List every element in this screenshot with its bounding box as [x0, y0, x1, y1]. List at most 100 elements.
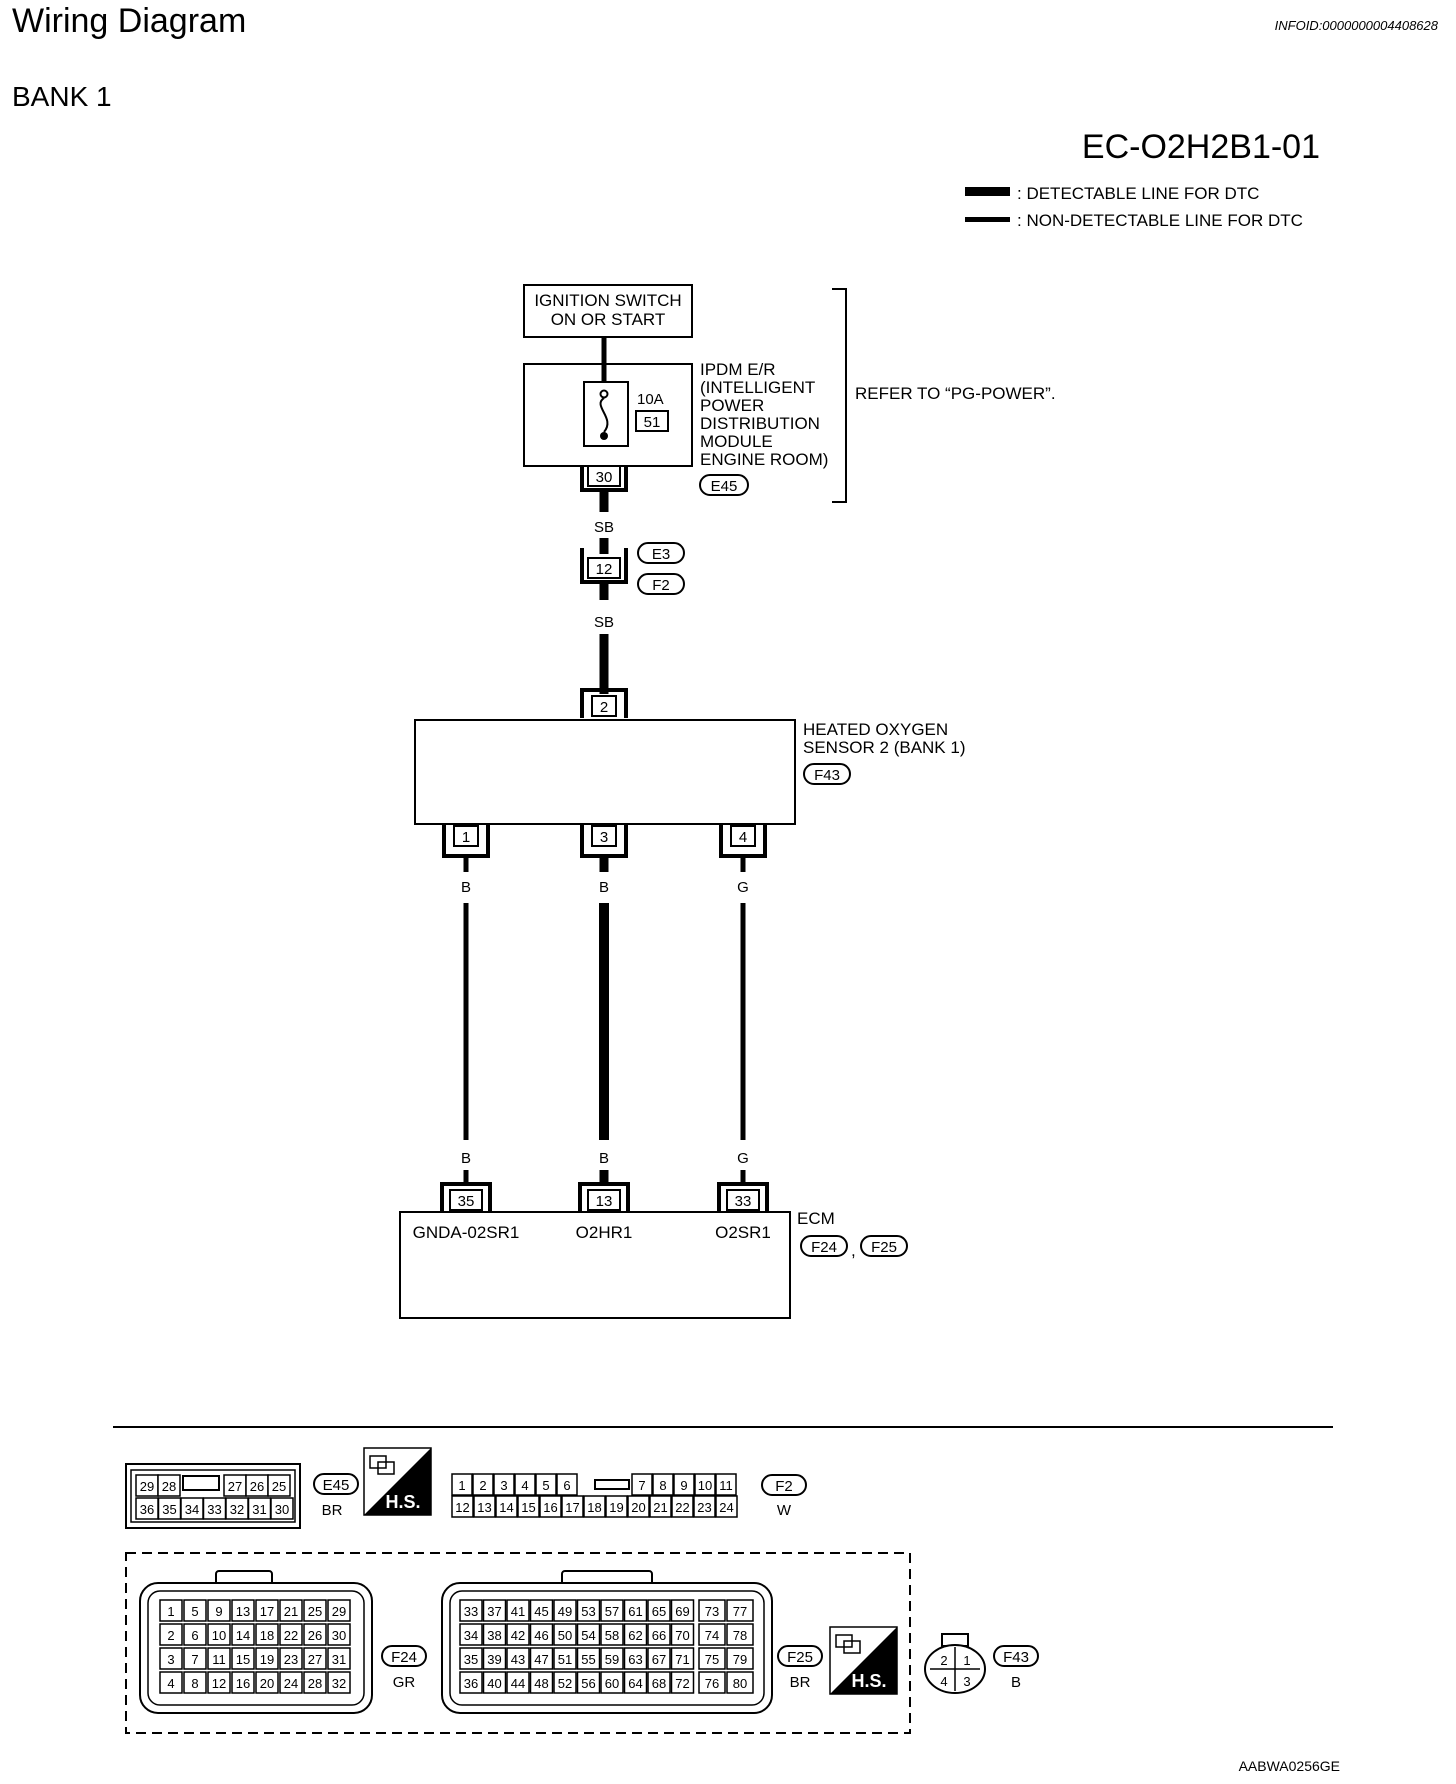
f2-pin-1: 1 [451, 1473, 473, 1496]
e45-pin-31: 31 [247, 1497, 272, 1520]
f25-pin-78-label: 78 [733, 1628, 747, 1643]
f25-pin-63: 63 [623, 1647, 648, 1670]
f25-pin-40-label: 40 [487, 1676, 501, 1691]
f24-pin-26: 26 [303, 1623, 327, 1646]
f24-pin-10-label: 10 [212, 1628, 226, 1643]
sensor-terminal-1-number: 1 [462, 829, 470, 846]
e45-latch [182, 1475, 220, 1491]
wire-color-3-top: B [599, 879, 609, 896]
f2-pin-6: 6 [556, 1473, 578, 1496]
sensor-terminal-1: 1 [442, 824, 490, 858]
e45-pin-35-label: 35 [162, 1502, 176, 1517]
f25-pin-48: 48 [529, 1671, 554, 1694]
f25-pin-59-label: 59 [605, 1652, 619, 1667]
f25-pin-65: 65 [647, 1599, 671, 1622]
fuse-rating: 10A [637, 391, 664, 408]
f43-pin-2: 2 [940, 1653, 947, 1668]
f2-pin-13-label: 13 [477, 1500, 491, 1515]
f2-pin-13: 13 [473, 1495, 496, 1518]
e45-pin-33-label: 33 [207, 1502, 221, 1517]
f43-view-id: F43 [1003, 1649, 1029, 1666]
f25-pin-62-label: 62 [628, 1628, 642, 1643]
e45-pin-25: 25 [267, 1474, 291, 1497]
f24-pin-26-label: 26 [308, 1628, 322, 1643]
f25-pin-57-label: 57 [605, 1604, 619, 1619]
e45-pin-34: 34 [180, 1497, 204, 1520]
f24-pin-32: 32 [327, 1671, 351, 1694]
e45-pin-34-label: 34 [185, 1502, 199, 1517]
f25-pin-72-label: 72 [675, 1676, 689, 1691]
f24-pin-30: 30 [327, 1623, 351, 1646]
ipdm-label-line-4: DISTRIBUTION [700, 414, 820, 433]
e45-pin-32-label: 32 [230, 1502, 244, 1517]
f25-pin-79-label: 79 [733, 1652, 747, 1667]
ecm-signal-gnda: GNDA-02SR1 [413, 1223, 520, 1242]
f24-pin-15-label: 15 [236, 1652, 250, 1667]
f25-pin-48-label: 48 [534, 1676, 548, 1691]
f24-pin-13-label: 13 [236, 1604, 250, 1619]
f24-pin-2: 2 [159, 1623, 183, 1646]
f24-pin-8: 8 [183, 1671, 207, 1694]
f25-pin-42-label: 42 [511, 1628, 525, 1643]
f25-pin-77-label: 77 [733, 1604, 747, 1619]
f2-pin-18: 18 [583, 1495, 606, 1518]
f2-color: W [777, 1502, 792, 1519]
f2-pin-6-label: 6 [563, 1478, 570, 1493]
e45-pin-27-label: 27 [228, 1479, 242, 1494]
ecm-connector-separator: , [851, 1241, 856, 1260]
e45-pin-28-label: 28 [162, 1479, 176, 1494]
hs-icon: H.S. [829, 1626, 898, 1695]
f25-pin-58: 58 [600, 1623, 624, 1646]
f24-pin-1-label: 1 [167, 1604, 174, 1619]
ignition-switch-label-1: IGNITION SWITCH [534, 291, 681, 310]
wire-color-4-top: G [737, 879, 749, 896]
fuse-icon [599, 389, 609, 440]
f2-pin-4-label: 4 [521, 1478, 528, 1493]
f2-pin-5: 5 [535, 1473, 557, 1496]
sensor-label-2: SENSOR 2 (BANK 1) [803, 738, 966, 757]
f2-pin-19-label: 19 [609, 1500, 623, 1515]
f24-view-id: F24 [391, 1649, 417, 1666]
f24-pin-22: 22 [279, 1623, 303, 1646]
f25-pin-39: 39 [482, 1647, 507, 1670]
figure-id: AABWA0256GE [1239, 1758, 1340, 1774]
f25-pin-77: 77 [726, 1599, 754, 1622]
ipdm-label-line-5: MODULE [700, 432, 773, 451]
f25-pin-53: 53 [576, 1599, 601, 1622]
connector-badge-e45: E45 [699, 474, 749, 496]
f2-pin-17-label: 17 [565, 1500, 579, 1515]
e45-pin-29-label: 29 [140, 1479, 154, 1494]
f25-view-id: F25 [787, 1649, 813, 1666]
wire-color-1-top: B [461, 879, 471, 896]
refer-note: REFER TO “PG-POWER”. [855, 384, 1056, 403]
connector-badge-f2-view: F2 [761, 1474, 807, 1496]
refer-bracket [832, 288, 847, 503]
f25-pin-76-label: 76 [705, 1676, 719, 1691]
f24-pin-29: 29 [327, 1599, 351, 1622]
f2-pin-15: 15 [517, 1495, 540, 1518]
f25-pin-71-label: 71 [675, 1652, 689, 1667]
f2-pin-1-label: 1 [458, 1478, 465, 1493]
f25-pin-80: 80 [726, 1671, 754, 1694]
f2-pin-21-label: 21 [653, 1500, 667, 1515]
f24-pin-32-label: 32 [332, 1676, 346, 1691]
f43-pin-3: 3 [963, 1674, 970, 1689]
f2-pin-11: 11 [715, 1473, 737, 1496]
f24-pin-23-label: 23 [284, 1652, 298, 1667]
f24-pin-27-label: 27 [308, 1652, 322, 1667]
f25-pin-54-label: 54 [581, 1628, 595, 1643]
f24-pin-2-label: 2 [167, 1628, 174, 1643]
connector-f25-id: F25 [871, 1239, 897, 1256]
ipdm-label-line-1: IPDM E/R [700, 360, 776, 379]
hs-icon-label-2: H.S. [851, 1671, 886, 1691]
f24-pin-18-label: 18 [260, 1628, 274, 1643]
f2-pin-7-label: 7 [638, 1478, 645, 1493]
wire-color-3-bottom: B [599, 1150, 609, 1167]
f25-pin-56: 56 [576, 1671, 601, 1694]
connector-badge-e45-view: E45 [313, 1473, 359, 1495]
f2-pin-18-label: 18 [587, 1500, 601, 1515]
f25-pin-68-label: 68 [652, 1676, 666, 1691]
f2-pin-5-label: 5 [542, 1478, 549, 1493]
f2-pin-20-label: 20 [631, 1500, 645, 1515]
